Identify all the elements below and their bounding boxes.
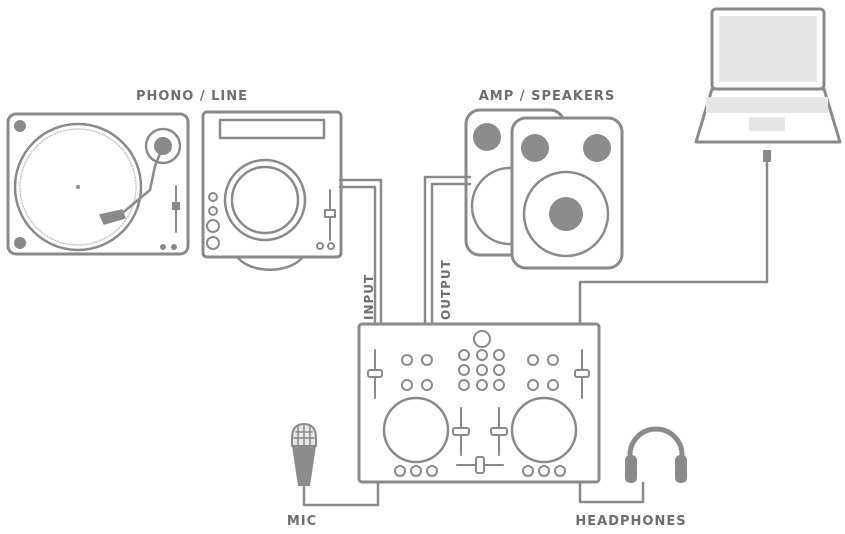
keyboard bbox=[706, 97, 828, 113]
speakers bbox=[464, 108, 624, 270]
tweeter-icon bbox=[521, 134, 549, 162]
label-phono-line: PHONO / LINE bbox=[136, 89, 248, 104]
cd-display bbox=[218, 118, 326, 140]
usb-cable bbox=[578, 160, 769, 327]
input-cable bbox=[338, 178, 383, 327]
mic-cable bbox=[302, 481, 380, 507]
laptop-base bbox=[694, 87, 842, 144]
turntable-foot-icon bbox=[14, 120, 26, 132]
tonearm bbox=[118, 144, 165, 217]
mic-body bbox=[292, 446, 316, 486]
cables bbox=[302, 160, 769, 507]
left-jog-wheel bbox=[382, 396, 450, 464]
laptop bbox=[694, 7, 842, 162]
turntable bbox=[6, 112, 190, 256]
label-amp-speakers: AMP / SPEAKERS bbox=[479, 89, 615, 104]
headphone-cable bbox=[578, 481, 645, 504]
turntable-foot-icon bbox=[14, 237, 26, 249]
tweeter-icon bbox=[583, 134, 611, 162]
label-input: INPUT bbox=[362, 274, 376, 320]
headphones-icon bbox=[625, 426, 687, 483]
cd-disc bbox=[234, 253, 306, 272]
microphone bbox=[291, 423, 317, 486]
dj-controller bbox=[357, 322, 601, 484]
label-mic: MIC bbox=[287, 514, 317, 529]
output-cable bbox=[423, 175, 472, 327]
label-headphones: HEADPHONES bbox=[575, 514, 686, 529]
turntable-platter bbox=[13, 122, 143, 252]
tonearm-cartridge bbox=[99, 209, 126, 225]
trackpad bbox=[749, 117, 785, 131]
right-jog-wheel bbox=[510, 396, 578, 464]
cd-player bbox=[201, 110, 343, 272]
cd-jog-wheel bbox=[223, 158, 307, 242]
tonearm-pivot bbox=[144, 127, 182, 165]
label-output: OUTPUT bbox=[439, 259, 453, 320]
usb-plug-icon bbox=[763, 150, 771, 162]
